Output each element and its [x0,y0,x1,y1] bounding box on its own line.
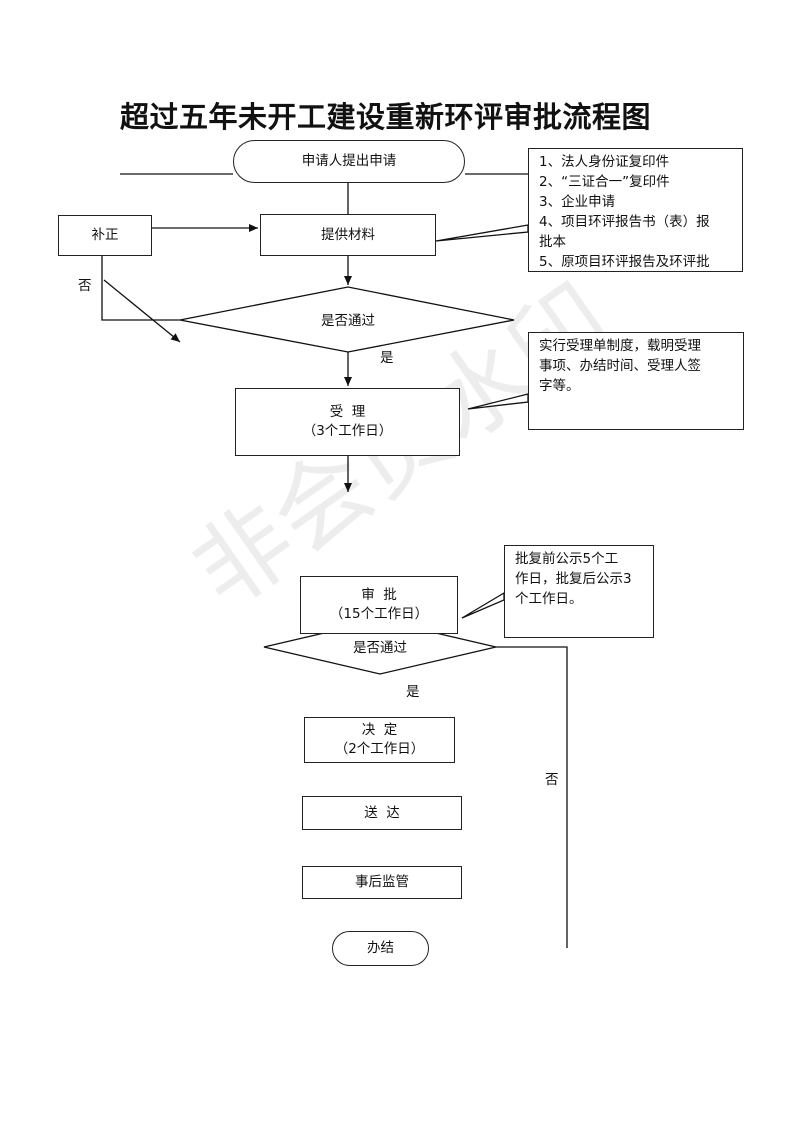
review-box: 审 批 （15个工作日） [300,576,458,634]
materials-item: 3、企业申请 [539,194,616,210]
materials-item: 5、原项目环评报告及环评批 [539,254,710,270]
page-title: 超过五年未开工建设重新环评审批流程图 [120,100,652,134]
review-title: 审 批 [361,587,397,603]
publicity-line: 个工作日。 [515,591,583,607]
supervise-box: 事后监管 [302,866,462,899]
end-terminator: 办结 [332,931,429,966]
check1-diamond [179,286,515,353]
accept-duration: （3个工作日） [302,423,393,439]
materials-callout-pointer [435,224,529,242]
acceptance-line: 实行受理单制度，载明受理 [539,338,701,354]
start-terminator: 申请人提出申请 [233,140,465,183]
acceptance-callout-pointer [467,393,529,410]
accept-box: 受 理 （3个工作日） [235,388,460,456]
materials-item: 1、法人身份证复印件 [539,154,670,170]
no-diagonal-arrow [103,279,181,343]
materials-item: 4、项目环评报告书（表）报 [539,214,710,230]
materials-note: 1、法人身份证复印件 2、“三证合一”复印件 3、企业申请 4、项目环评报告书（… [528,148,743,272]
check2-no-line [496,646,568,948]
check1-label: 是否通过 [321,313,375,329]
yes-label-1: 是 [380,350,394,366]
publicity-note: 批复前公示5个工 作日，批复后公示3 个工作日。 [504,545,654,638]
supplement-label: 补正 [91,227,119,243]
decision-title: 决 定 [361,722,398,738]
deliver-label: 送 达 [364,804,400,821]
acceptance-line: 字等。 [539,378,580,394]
decision-box: 决 定 （2个工作日） [304,717,455,763]
provide-materials-box: 提供材料 [260,214,436,256]
publicity-line: 批复前公示5个工 [515,551,619,567]
publicity-line: 作日，批复后公示3 [515,571,632,587]
provide-materials-label: 提供材料 [321,226,375,243]
acceptance-line: 事项、办结时间、受理人签 [539,358,701,374]
review-duration: （15个工作日） [329,606,429,622]
acceptance-note: 实行受理单制度，载明受理 事项、办结时间、受理人签 字等。 [528,332,744,430]
supervise-label: 事后监管 [355,874,409,890]
check2-label: 是否通过 [353,640,407,656]
no-label-2: 否 [545,772,559,788]
deliver-box: 送 达 [302,796,462,830]
materials-item: 批本 [539,234,566,250]
materials-item: 2、“三证合一”复印件 [539,174,670,190]
start-label: 申请人提出申请 [301,153,397,169]
supplement-box: 补正 [58,215,152,256]
publicity-callout-pointer [461,591,505,619]
yes-label-2: 是 [406,684,420,700]
decision-duration: （2个工作日） [334,741,425,757]
no-label-1: 否 [78,278,92,294]
accept-title: 受 理 [329,404,366,420]
end-label: 办结 [367,940,394,956]
